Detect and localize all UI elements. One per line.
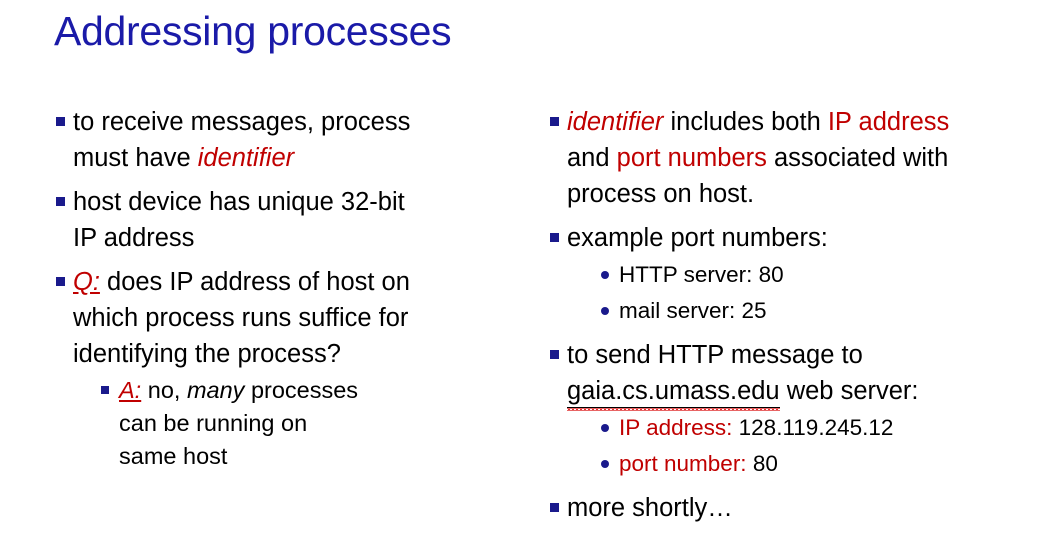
dot-bullet-icon — [601, 271, 609, 279]
bullet-text: and — [567, 144, 617, 172]
bullet-ip-address: IP address: 128.119.245.12 — [601, 410, 1048, 446]
bullet-text: does IP address of host on — [99, 268, 410, 296]
square-bullet-icon — [56, 277, 65, 286]
left-column: to receive messages, process must have i… — [54, 104, 524, 481]
bullet-line: process on host. — [567, 180, 755, 208]
square-bullet-icon — [56, 117, 65, 126]
left-bullet-list: to receive messages, process must have i… — [54, 104, 524, 473]
bullet-line: more shortly… — [567, 494, 733, 522]
emphasis-port-numbers: port numbers — [616, 144, 767, 172]
right-column: identifier includes both IP address and … — [548, 104, 1048, 534]
example-port-sub-list: HTTP server: 80 mail server: 25 — [567, 257, 1048, 329]
bullet-answer: A: no, many processes can be running on … — [101, 374, 524, 473]
bullet-line: can be running on — [119, 410, 308, 436]
emphasis-identifier: identifier — [197, 144, 295, 172]
bullet-port-number: port number: 80 — [601, 446, 1048, 482]
port-number-value: 80 — [746, 451, 778, 476]
hostname-misspelled-text: gaia.cs.umass.edu — [567, 373, 780, 411]
bullet-line: to send HTTP message to — [567, 341, 863, 369]
server-detail-sub-list: IP address: 128.119.245.12 port number: … — [567, 410, 1048, 482]
square-bullet-icon — [56, 197, 65, 206]
bullet-host-device: host device has unique 32-bit IP address — [54, 184, 524, 256]
ip-address-label: IP address: — [619, 415, 733, 440]
bullet-text: associated with — [766, 144, 949, 172]
bullet-line: same host — [119, 443, 228, 469]
emphasis-many: many — [186, 377, 245, 403]
port-number-label: port number: — [619, 451, 747, 476]
dot-bullet-icon — [601, 460, 609, 468]
bullet-text: includes both — [663, 108, 828, 136]
bullet-line: to receive messages, process — [73, 108, 411, 136]
bullet-line: must have identifier — [73, 140, 524, 176]
bullet-question: Q: does IP address of host on which proc… — [54, 264, 524, 473]
bullet-receive-messages: to receive messages, process must have i… — [54, 104, 524, 176]
bullet-line: which process runs suffice for — [73, 304, 409, 332]
bullet-line: and port numbers associated with — [567, 140, 1048, 176]
bullet-example-port-numbers: example port numbers: HTTP server: 80 ma… — [548, 220, 1048, 329]
square-bullet-icon — [101, 386, 109, 394]
bullet-line: gaia.cs.umass.edu web server: — [567, 373, 1048, 411]
bullet-mail-server: mail server: 25 — [601, 293, 1048, 329]
bullet-more-shortly: more shortly… — [548, 490, 1048, 526]
ip-address-value: 128.119.245.12 — [732, 415, 894, 440]
bullet-line: example port numbers: — [567, 224, 828, 252]
square-bullet-icon — [550, 350, 559, 359]
bullet-text: HTTP server: 80 — [619, 262, 784, 287]
bullet-line: IP address — [73, 224, 195, 252]
bullet-line: A: no, many processes — [119, 374, 524, 407]
bullet-text: web server: — [779, 377, 919, 405]
bullet-text: mail server: 25 — [619, 298, 767, 323]
dot-bullet-icon — [601, 307, 609, 315]
page-title: Addressing processes — [54, 8, 452, 54]
bullet-line: Q: does IP address of host on — [73, 264, 524, 300]
question-label: Q: — [73, 268, 100, 296]
dot-bullet-icon — [601, 424, 609, 432]
square-bullet-icon — [550, 117, 559, 126]
square-bullet-icon — [550, 503, 559, 512]
right-bullet-list: identifier includes both IP address and … — [548, 104, 1048, 526]
answer-label: A: — [119, 377, 142, 403]
bullet-text: no, — [141, 377, 187, 403]
bullet-identifier-includes: identifier includes both IP address and … — [548, 104, 1048, 212]
bullet-send-http-message: to send HTTP message to gaia.cs.umass.ed… — [548, 337, 1048, 482]
bullet-line: identifying the process? — [73, 340, 341, 368]
bullet-text: processes — [244, 377, 359, 403]
emphasis-ip-address: IP address — [827, 108, 950, 136]
emphasis-identifier: identifier — [567, 108, 664, 136]
bullet-text: must have — [73, 144, 198, 172]
bullet-line: host device has unique 32-bit — [73, 188, 405, 216]
square-bullet-icon — [550, 233, 559, 242]
bullet-http-server: HTTP server: 80 — [601, 257, 1048, 293]
bullet-line: identifier includes both IP address — [567, 104, 1048, 140]
answer-sub-list: A: no, many processes can be running on … — [73, 374, 524, 473]
